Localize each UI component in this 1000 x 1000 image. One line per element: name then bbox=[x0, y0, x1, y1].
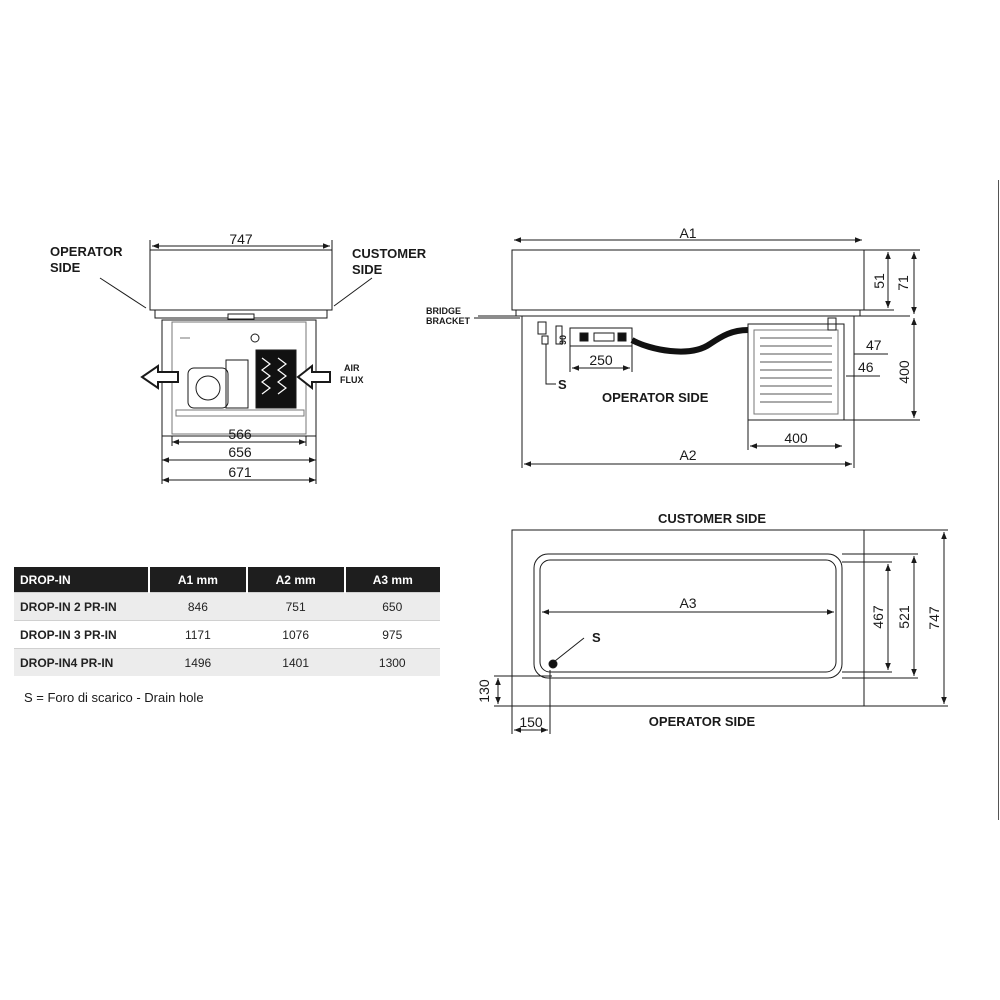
drain-hole bbox=[548, 659, 558, 669]
drain-pipe bbox=[541, 335, 549, 345]
dim-400-horizontal: 400 bbox=[784, 430, 808, 446]
table-cell-model: DROP-IN 3 PR-IN bbox=[14, 620, 149, 649]
base-tray bbox=[175, 409, 305, 417]
table-cell-a1: 1496 bbox=[149, 648, 247, 676]
front-view bbox=[99, 240, 373, 484]
customer-leader bbox=[333, 277, 373, 307]
top-drain-label: S bbox=[592, 630, 601, 645]
table-header-row: DROP-IN A1 mm A2 mm A3 mm bbox=[14, 567, 440, 593]
front-pan bbox=[149, 249, 333, 311]
side-drain-label: S bbox=[558, 377, 567, 392]
dim-250: 250 bbox=[589, 352, 613, 368]
dim-150: 150 bbox=[519, 714, 543, 730]
table-row: DROP-IN 3 PR-IN 1171 1076 975 bbox=[14, 620, 440, 649]
airflow-out-arrow bbox=[140, 364, 179, 390]
dim-467: 467 bbox=[870, 605, 886, 629]
compressor-body bbox=[195, 375, 221, 401]
top-outer-frame bbox=[511, 529, 865, 707]
dim-a3: A3 bbox=[679, 595, 696, 611]
dim-51: 51 bbox=[871, 273, 887, 289]
top-view-labels: CUSTOMER SIDE OPERATOR SIDE A3 S 467 521… bbox=[476, 511, 942, 730]
top-view bbox=[494, 529, 948, 734]
table-header-a1: A1 mm bbox=[148, 567, 247, 593]
side-bracket bbox=[827, 317, 837, 331]
page-edge-rule bbox=[998, 180, 999, 820]
dim-400-vertical: 400 bbox=[896, 360, 912, 384]
table-header-a2: A2 mm bbox=[245, 567, 345, 593]
condenser-grille-frame bbox=[753, 329, 839, 415]
table-cell-a3: 650 bbox=[344, 592, 440, 621]
side-operator-side: OPERATOR SIDE bbox=[602, 390, 709, 405]
dim-521: 521 bbox=[896, 605, 912, 629]
front-operator-side-line2: SIDE bbox=[50, 260, 81, 275]
table-cell-model: DROP-IN 2 PR-IN bbox=[14, 592, 149, 621]
drain-hole-note: S = Foro di scarico - Drain hole bbox=[24, 690, 204, 705]
condenser-coil bbox=[255, 349, 297, 409]
condenser-grille bbox=[760, 337, 832, 403]
dim-47: 47 bbox=[866, 337, 882, 353]
dim-566: 566 bbox=[228, 426, 252, 442]
well-outer bbox=[533, 553, 843, 679]
table-row: DROP-IN4 PR-IN 1496 1401 1300 bbox=[14, 648, 440, 676]
front-customer-side-line2: SIDE bbox=[352, 262, 383, 277]
control-indicator-left bbox=[579, 332, 589, 342]
control-display bbox=[593, 332, 615, 342]
dim-90: 90 bbox=[558, 335, 568, 345]
dim-46: 46 bbox=[858, 359, 874, 375]
coil-pattern bbox=[261, 357, 287, 395]
drain-leader bbox=[545, 344, 556, 385]
table-cell-a1: 846 bbox=[149, 592, 247, 621]
table-header-a3: A3 mm bbox=[343, 567, 440, 593]
table-row: DROP-IN 2 PR-IN 846 751 650 bbox=[14, 592, 440, 621]
table-cell-a1: 1171 bbox=[149, 620, 247, 649]
operator-leader bbox=[99, 277, 147, 309]
front-view-labels: 747 OPERATOR SIDE CUSTOMER SIDE AIR FLUX… bbox=[50, 231, 427, 480]
table-cell-a2: 1401 bbox=[246, 648, 345, 676]
drain-fitting bbox=[537, 321, 547, 335]
well-inner bbox=[539, 559, 837, 673]
dim-747-front: 747 bbox=[229, 231, 253, 247]
side-pan bbox=[511, 249, 865, 311]
condensing-unit bbox=[747, 323, 845, 421]
control-indicator-right bbox=[617, 332, 627, 342]
front-bracket bbox=[227, 313, 255, 320]
front-customer-side-line1: CUSTOMER bbox=[352, 246, 427, 261]
air-flux-line2: FLUX bbox=[340, 375, 364, 385]
table-header-model: DROP-IN bbox=[14, 567, 149, 593]
drain-valve bbox=[555, 325, 563, 345]
dim-747-top: 747 bbox=[926, 606, 942, 630]
drain-leader-top bbox=[554, 637, 585, 662]
table-cell-a2: 1076 bbox=[246, 620, 345, 649]
airflow-in-arrow bbox=[296, 363, 331, 391]
dim-71: 71 bbox=[895, 275, 911, 291]
table-cell-a3: 1300 bbox=[344, 648, 440, 676]
side-rim bbox=[515, 309, 861, 317]
fan-motor bbox=[225, 359, 249, 409]
air-flux-line1: AIR bbox=[344, 363, 360, 373]
dim-671: 671 bbox=[228, 464, 252, 480]
top-operator-side: OPERATOR SIDE bbox=[649, 714, 756, 729]
compressor bbox=[187, 367, 229, 409]
connection-hose bbox=[630, 327, 749, 355]
dim-a1: A1 bbox=[679, 225, 696, 241]
dim-656: 656 bbox=[228, 444, 252, 460]
bridge-bracket-line2: BRACKET bbox=[426, 316, 471, 326]
dim-130: 130 bbox=[476, 679, 492, 703]
front-operator-side-line1: OPERATOR bbox=[50, 244, 123, 259]
side-view-labels: A1 A2 BRIDGE BRACKET 51 71 47 46 400 400… bbox=[426, 225, 912, 463]
bridge-bracket-line1: BRIDGE bbox=[426, 306, 461, 316]
dim-a2: A2 bbox=[679, 447, 696, 463]
top-customer-side: CUSTOMER SIDE bbox=[658, 511, 766, 526]
front-hole bbox=[250, 333, 260, 343]
table-cell-a3: 975 bbox=[344, 620, 440, 649]
control-box bbox=[569, 327, 633, 347]
table-cell-a2: 751 bbox=[246, 592, 345, 621]
side-view bbox=[474, 237, 920, 468]
dimensions-table: DROP-IN A1 mm A2 mm A3 mm DROP-IN 2 PR-I… bbox=[14, 567, 440, 676]
table-cell-model: DROP-IN4 PR-IN bbox=[14, 648, 149, 676]
